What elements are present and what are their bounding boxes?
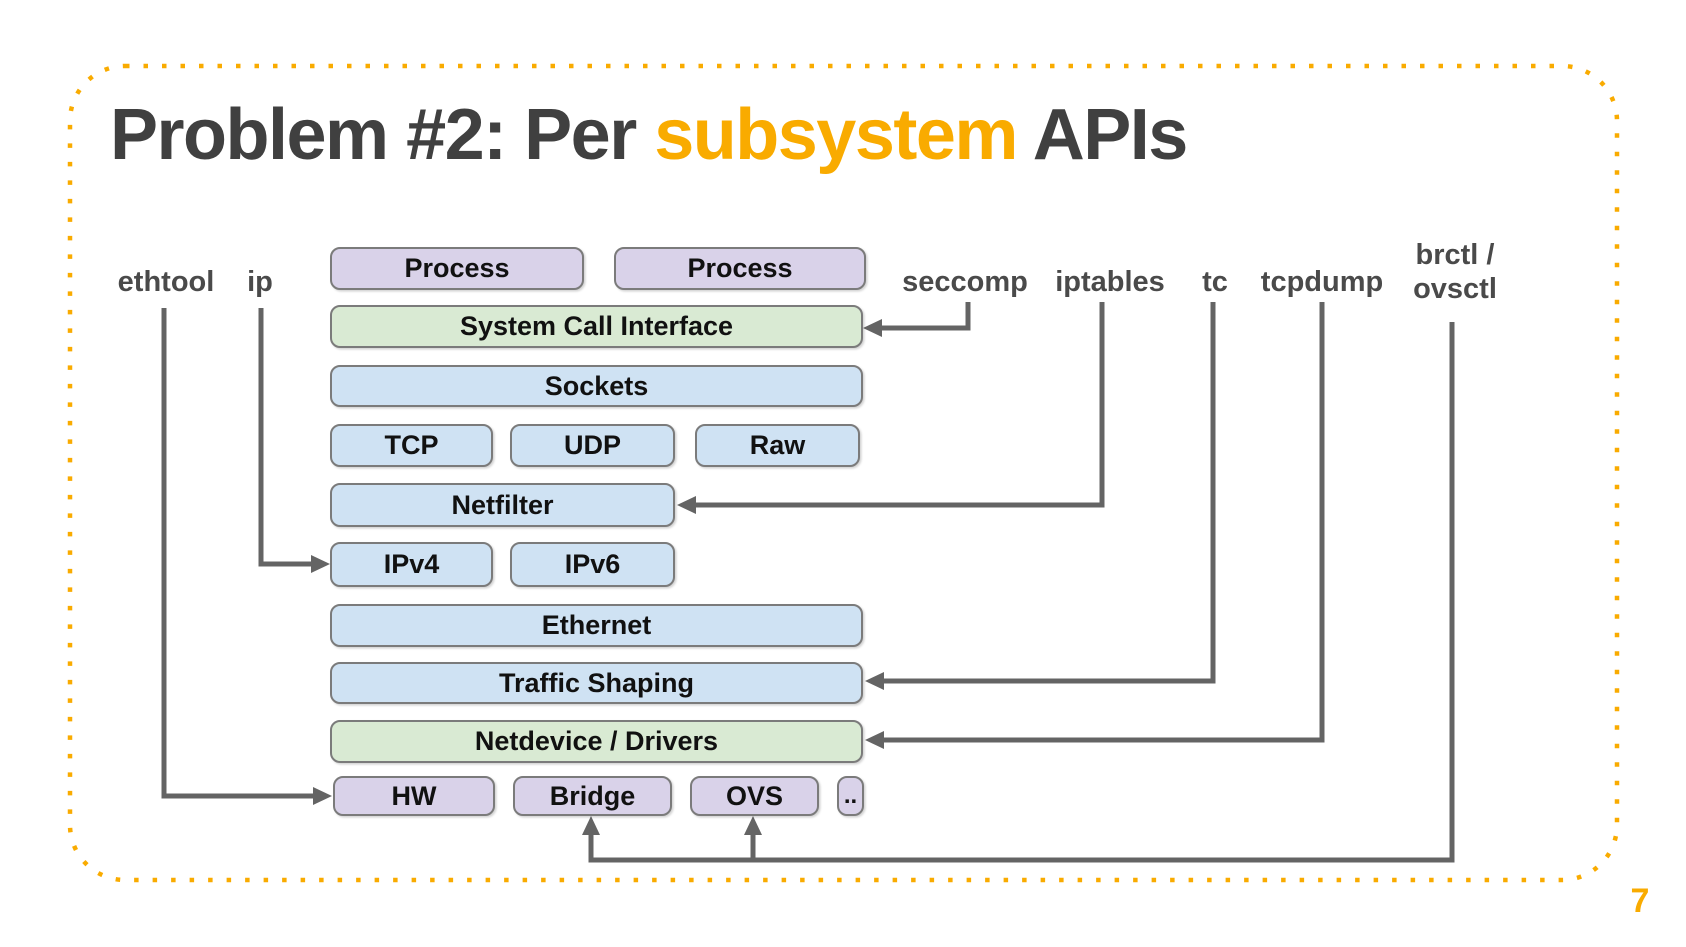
box-tcp: TCP	[330, 424, 493, 467]
connector-seccomp-to-syscall	[863, 302, 971, 337]
box-hw: HW	[333, 776, 495, 816]
tool-label-tcpdump: tcpdump	[1260, 266, 1384, 298]
connector-tc-to-traffic-shaping	[865, 302, 1216, 690]
tool-label-ip: ip	[247, 266, 273, 298]
box-bridge: Bridge	[513, 776, 672, 816]
box-raw: Raw	[695, 424, 860, 467]
tool-label-brctl-line2: ovsctl	[1413, 273, 1497, 305]
box-traffic-shaping: Traffic Shaping	[330, 662, 863, 704]
tool-label-ethtool: ethtool	[117, 266, 215, 298]
page-number: 7	[1630, 882, 1650, 920]
tool-label-brctl-ovsctl: brctl / ovsctl	[1413, 238, 1497, 306]
title-prefix: Problem #2: Per	[110, 95, 655, 175]
box-process-1: Process	[330, 247, 584, 290]
connector-ethtool-to-hw	[161, 308, 332, 805]
box-process-2: Process	[614, 247, 866, 290]
tool-label-iptables: iptables	[1055, 266, 1165, 298]
box-sockets: Sockets	[330, 365, 863, 407]
tool-label-tc: tc	[1202, 266, 1228, 298]
box-netfilter: Netfilter	[330, 483, 675, 527]
box-more: ..	[837, 776, 864, 816]
page-title: Problem #2: Per subsystem APIs	[110, 94, 1189, 176]
title-highlight: subsystem	[654, 95, 1018, 175]
connector-brctl-to-bridge	[582, 322, 1455, 863]
box-ipv4: IPv4	[330, 542, 493, 587]
box-ovs: OVS	[690, 776, 819, 816]
connector-ip-to-ipv4	[258, 308, 330, 573]
box-ethernet: Ethernet	[330, 604, 863, 647]
box-ipv6: IPv6	[510, 542, 675, 587]
tool-label-seccomp: seccomp	[902, 266, 1028, 298]
box-netdevice-drivers: Netdevice / Drivers	[330, 720, 863, 763]
connector-iptables-to-netfilter	[677, 302, 1105, 514]
box-udp: UDP	[510, 424, 675, 467]
tool-label-brctl-line1: brctl /	[1415, 239, 1495, 271]
title-suffix: APIs	[1016, 95, 1189, 175]
connector-tcpdump-to-netdevice	[865, 302, 1325, 749]
box-system-call-interface: System Call Interface	[330, 305, 863, 348]
